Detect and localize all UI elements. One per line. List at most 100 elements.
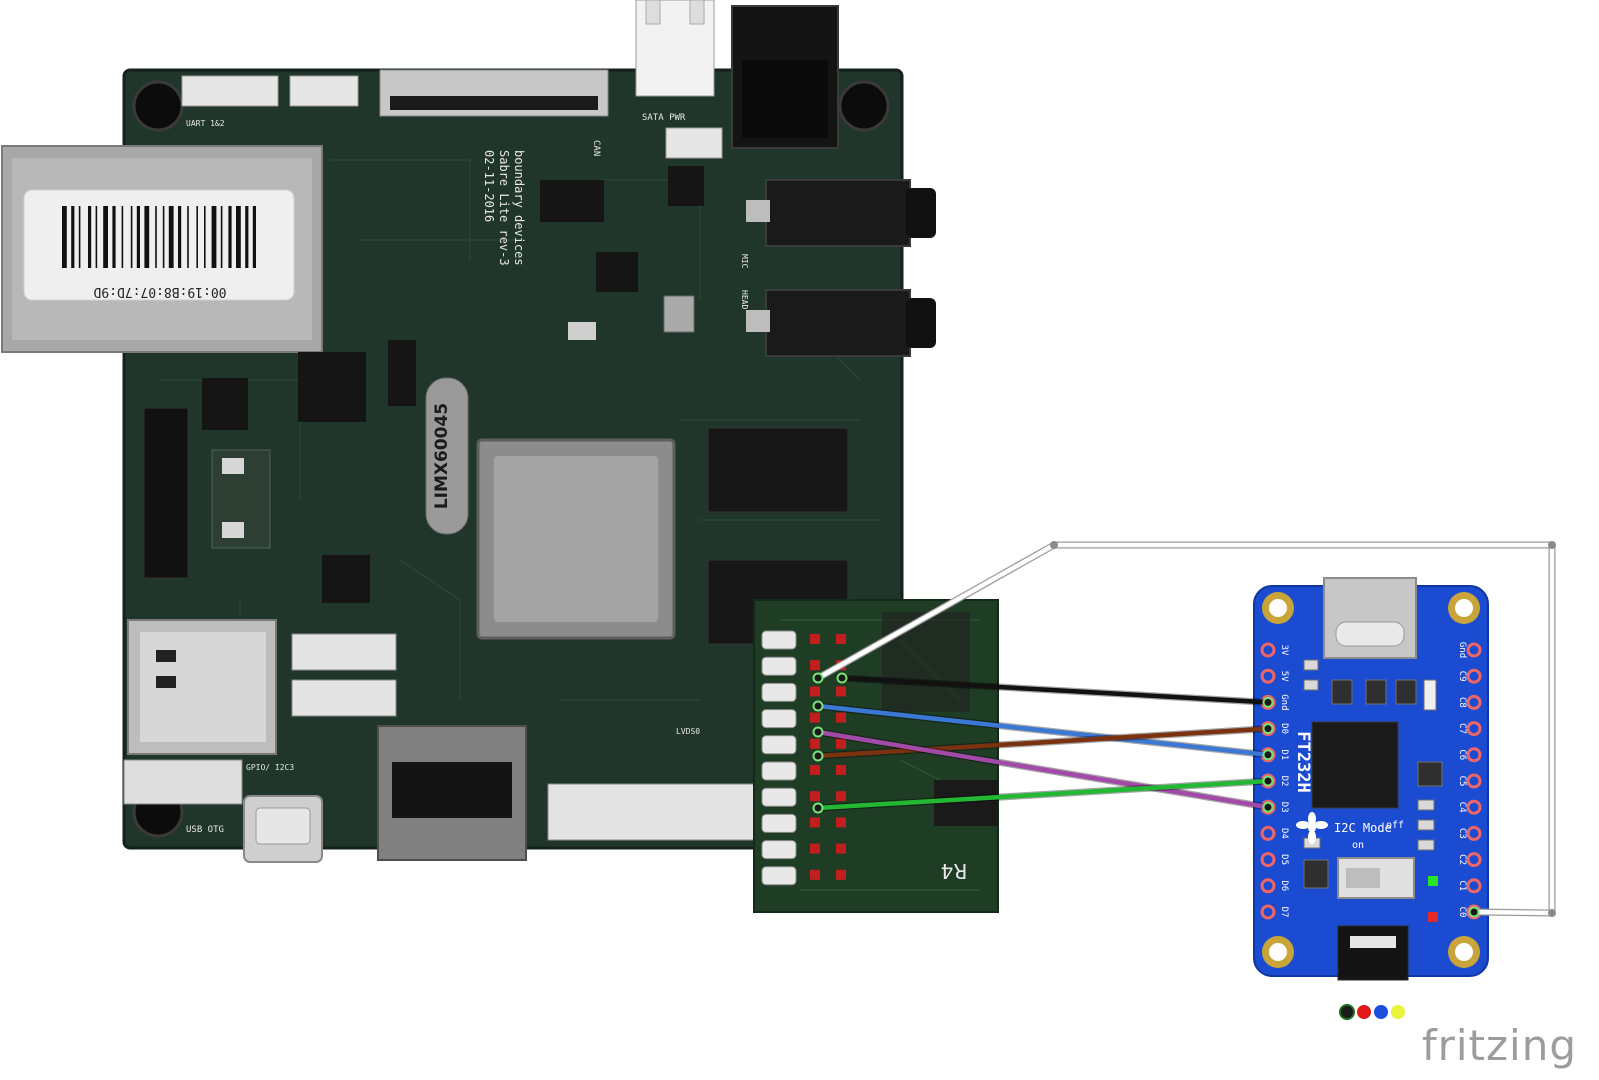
adapter-label: R4 [941, 859, 968, 883]
ft-pin-c4[interactable] [1466, 799, 1482, 815]
hdmi-port [377, 725, 527, 861]
microsd-slot [127, 619, 277, 755]
ft-pin-d6[interactable] [1260, 878, 1276, 894]
ft-pin-d7[interactable] [1260, 904, 1276, 920]
ft-pin-c2[interactable] [1466, 852, 1482, 868]
adapter-pin-red [810, 765, 820, 775]
wire-endpoint[interactable] [1262, 723, 1274, 735]
adapter-pin-red [836, 843, 846, 854]
ft-pin-c8[interactable] [1466, 694, 1482, 710]
i2c3-connector [123, 759, 243, 805]
adapter-pin-pad [761, 630, 797, 650]
gpio-connector-1 [291, 633, 397, 671]
wire-d0[interactable] [815, 726, 1271, 759]
wire-endpoint[interactable] [1262, 775, 1274, 787]
svg-text:Sabre Lite rev-3: Sabre Lite rev-3 [497, 150, 511, 266]
lvds0-label: LVDS0 [676, 727, 700, 736]
adapter-pin-pad [761, 866, 797, 886]
wire-endpoint[interactable] [812, 672, 824, 684]
ft-pin-label: D5 [1279, 854, 1289, 865]
adapter-pin-red [810, 634, 820, 644]
adapter-pin-red [836, 738, 846, 749]
adapter-pin-red [836, 869, 846, 880]
wire-bendpoint[interactable] [1050, 541, 1058, 549]
audio-jack-mic [746, 179, 936, 247]
adapter-pin-red [810, 738, 820, 749]
svg-text:boundary devices: boundary devices [512, 150, 526, 266]
wire-endpoint[interactable] [812, 750, 824, 762]
board-silkscreen: boundary devices Sabre Lite rev-3 02-11-… [482, 150, 526, 266]
wire-endpoint[interactable] [1262, 696, 1274, 708]
wire-gnd[interactable] [839, 675, 1271, 705]
sata-pwr-label: SATA PWR [642, 113, 686, 123]
audio-jack-head [746, 289, 936, 357]
wire-endpoint[interactable] [812, 802, 824, 814]
wire-d1[interactable] [815, 703, 1271, 758]
ft-pin-c9[interactable] [1466, 668, 1482, 684]
adapter-pin-pad [761, 813, 797, 833]
ft-pin-label: C6 [1457, 749, 1467, 760]
ft-pin-c7[interactable] [1466, 721, 1482, 737]
ft-pin-label: D6 [1279, 880, 1289, 891]
usb-otg-label: USB OTG [186, 825, 224, 835]
wire-endpoint[interactable] [1262, 749, 1274, 761]
ft-pin-label: D2 [1279, 776, 1289, 787]
adapter-pin-red [810, 817, 820, 828]
adapter-pin-red [810, 686, 820, 697]
ft-pin-label: D0 [1279, 723, 1289, 734]
cpu-label: LIMX60045 [432, 403, 452, 509]
switch-on-label: on [1352, 840, 1364, 851]
ft-pin-d5[interactable] [1260, 852, 1276, 868]
wire-endpoint[interactable] [812, 726, 824, 738]
ft-pin-label: Gnd [1457, 642, 1467, 658]
lvds-connector [547, 783, 763, 841]
ft-pin-label: C4 [1457, 802, 1467, 813]
i2c-mode-label: I2C Mode [1334, 821, 1392, 835]
usb-c-connector [1323, 577, 1417, 659]
sabre-lite-board: 00:19:B8:07:7D:9D SATA PWR CAN MIC HEAD [1, 0, 936, 863]
wire-bendpoint[interactable] [1548, 909, 1556, 917]
adafruit-logo [1296, 812, 1328, 844]
adapter-pin-red [836, 712, 846, 723]
ft-pin-label: C5 [1457, 776, 1467, 787]
ft-pin-c6[interactable] [1466, 747, 1482, 763]
ft-pin-label: D7 [1279, 907, 1289, 918]
ft-pin-d4[interactable] [1260, 825, 1276, 841]
i2c3-label: GPIO/ I2C3 [246, 763, 294, 772]
wire-d3[interactable] [815, 729, 1271, 810]
adapter-pin-header [761, 630, 846, 886]
adapter-pin-red [810, 660, 820, 671]
ft-pin-c5[interactable] [1466, 773, 1482, 789]
wire-d2[interactable] [815, 778, 1271, 811]
ft-pin-label: C7 [1457, 723, 1467, 734]
wire-endpoint[interactable] [1262, 801, 1274, 813]
ft-pin-label: 3V [1279, 645, 1289, 656]
wire-endpoint[interactable] [836, 672, 848, 684]
wire-bendpoint[interactable] [1548, 541, 1556, 549]
wire-endpoint[interactable] [1468, 906, 1480, 918]
adapter-pin-red [836, 765, 846, 775]
ft-pin-label: Gnd [1279, 694, 1289, 710]
ft-pin-5v[interactable] [1260, 668, 1276, 684]
gpio-connector-2 [291, 679, 397, 717]
adapter-pin-red [836, 791, 846, 802]
adapter-pin-red [836, 634, 846, 644]
barcode [62, 206, 256, 268]
ft232h-board: FT232H I2C Mode on off [1253, 577, 1489, 1020]
wire-endpoint[interactable] [812, 700, 824, 712]
cpu-label-tag: LIMX60045 [425, 377, 469, 535]
adapter-pin-red [836, 817, 846, 828]
ft-pin-c3[interactable] [1466, 825, 1482, 841]
ft-pin-label: C8 [1457, 697, 1467, 708]
ft-pin-gnd[interactable] [1466, 642, 1482, 658]
dram-chip-1 [707, 427, 849, 513]
ethernet-jack: 00:19:B8:07:7D:9D [1, 145, 323, 353]
ft-pin-3v[interactable] [1260, 642, 1276, 658]
fritzing-watermark: fritzing [1421, 1021, 1577, 1070]
adapter-pin-red [810, 791, 820, 802]
ft-pin-c1[interactable] [1466, 878, 1482, 894]
adapter-pin-pad [761, 656, 797, 676]
adapter-pin-pad [761, 761, 797, 781]
adapter-pin-pad [761, 787, 797, 807]
